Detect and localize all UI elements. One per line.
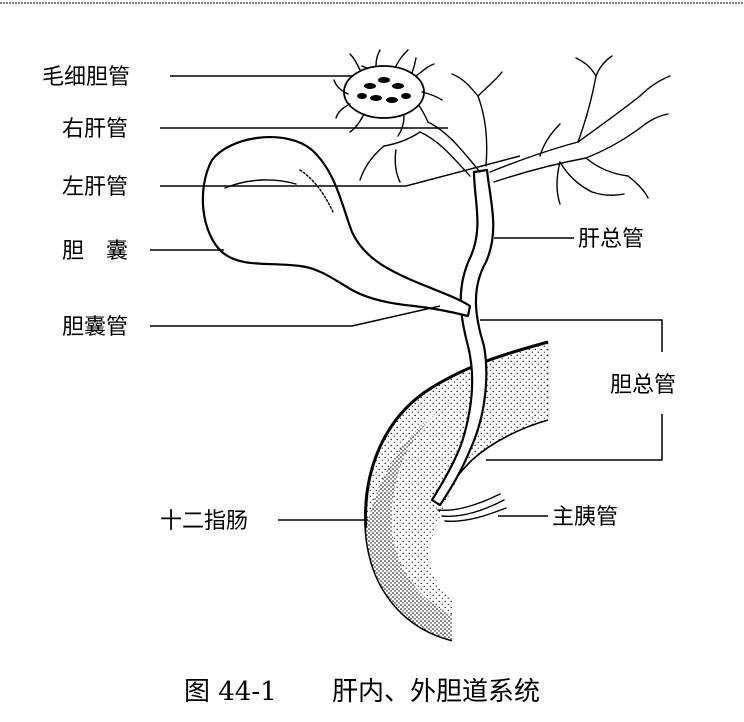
duodenum: [366, 342, 548, 640]
bile-canaliculi: [334, 50, 442, 136]
label-common-hepatic: 肝总管: [578, 227, 644, 252]
label-right-hepatic: 右肝管: [62, 117, 128, 142]
gallbladder: [203, 137, 470, 316]
label-common-bile: 胆总管: [610, 373, 676, 398]
label-cystic-duct: 胆囊管: [62, 315, 128, 340]
figure-number: 图 44-1: [184, 677, 277, 707]
label-pancreatic: 主胰管: [552, 505, 618, 530]
leader-cystic-duct: [150, 306, 440, 326]
label-left-hepatic: 左肝管: [62, 175, 128, 200]
label-duodenum: 十二指肠: [160, 509, 248, 534]
label-capillary: 毛细胆管: [42, 65, 130, 90]
pancreatic-duct: [438, 494, 506, 521]
leader-common-bile-top: [480, 320, 662, 352]
figure-title: 肝内、外胆道系统: [332, 677, 540, 707]
label-gallbladder: 胆 囊: [62, 239, 128, 264]
